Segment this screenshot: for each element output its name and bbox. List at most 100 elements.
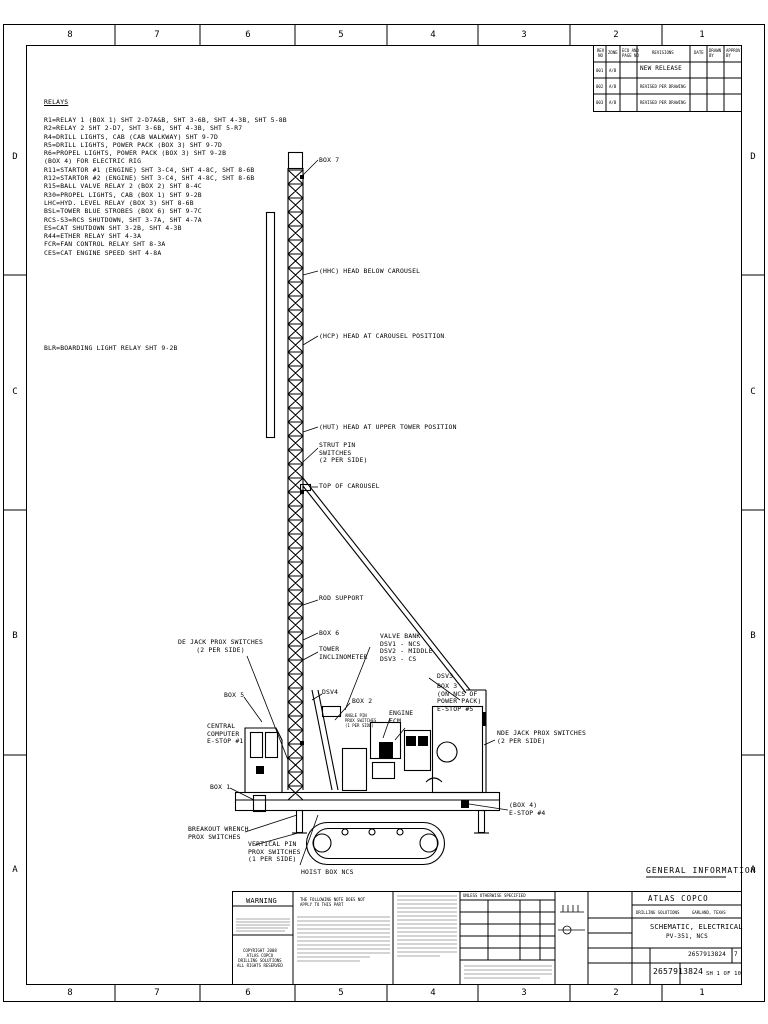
company-name: ATLAS COPCO (648, 894, 709, 903)
callout-nde-jack: NDE JACK PROX SWITCHES (2 PER SIDE) (497, 729, 587, 745)
zone-row-b-left: B (12, 631, 18, 641)
filled-details (256, 175, 486, 808)
callout-hut: (HUT) HEAD AT UPPER TOWER POSITION (319, 423, 457, 431)
sheet-number: SH 1 OF 10 (706, 971, 742, 977)
callout-angle-pin: ANGLE PIN PROX SWITCHES (1 PER SIDE) (345, 713, 377, 728)
zone-col-8-top: 8 (67, 30, 73, 40)
callout-de-jack: DE JACK PROX SWITCHES (2 PER SIDE) (178, 638, 263, 654)
title-block-lines (232, 891, 742, 985)
callout-box1: BOX 1 (210, 783, 231, 791)
callout-dsv4: DSV4 (322, 688, 339, 696)
rev-header-eco: ECO AND PAGE NO (622, 48, 639, 58)
callout-dsv3: DSV3 (437, 672, 454, 680)
column-ticks (114, 24, 663, 1001)
callout-strut-pin: STRUT PIN SWITCHES (2 PER SIDE) (319, 441, 368, 465)
callout-valve-bank: VALVE BANK DSV1 - NCS DSV2 - MIDDLE DSV3… (380, 632, 433, 663)
callout-hhc: (HHC) HEAD BELOW CAROUSEL (319, 267, 421, 275)
rev-row3-zone: A/B (609, 100, 617, 105)
relay-boarding-light: BLR=BOARDING LIGHT RELAY SHT 9-2B (44, 344, 178, 352)
relay-line: (BOX 4) FOR ELECTRIC RIG (44, 157, 142, 166)
relay-line: R30=PROPEL LIGHTS, CAB (BOX 1) SHT 9-2B (44, 190, 202, 199)
zone-col-3-bottom: 3 (521, 988, 527, 998)
relay-line: R11=STARTOR #1 (ENGINE) SHT 3-C4, SHT 4-… (44, 165, 255, 174)
zone-row-d-right: D (750, 152, 756, 162)
relay-line: R4=DRILL LIGHTS, CAB (CAB WALKWAY) SHT 9… (44, 132, 219, 141)
zone-col-6-top: 6 (245, 30, 251, 40)
relay-line: R1=RELAY 1 (BOX 1) SHT 2-D7A&B, SHT 3-6B… (44, 116, 287, 124)
relay-line: FCR=FAN CONTROL RELAY SHT 8-3A (44, 240, 166, 249)
copyright-text: COPYRIGHT 2008 ATLAS COPCO DRILLING SOLU… (237, 948, 283, 968)
rev-row1-no: 001 (596, 68, 604, 73)
callout-box7: BOX 7 (319, 156, 340, 164)
tower (265, 151, 304, 801)
part-number: 2657913824 (688, 951, 727, 958)
relay-line: R6=PROPEL LIGHTS, POWER PACK (BOX 3) SHT… (44, 149, 227, 158)
title-symbols (558, 905, 585, 935)
zone-col-5-bottom: 5 (338, 988, 344, 998)
callout-top-carousel: TOP OF CAROUSEL (319, 482, 380, 490)
callout-rod-support: ROD SUPPORT (319, 594, 364, 602)
callout-box2: BOX 2 (352, 697, 373, 705)
rev-header-drawn: DRAWN BY (709, 48, 722, 58)
drill-rig (234, 151, 501, 866)
callout-box5: BOX 5 (224, 691, 245, 699)
rev-header-revisions: REVISIONS (652, 50, 674, 55)
leader-lines (229, 159, 509, 866)
zone-row-a-right: A (750, 865, 756, 875)
rev-row2-desc: REVISED PER DRAWING (640, 84, 686, 89)
zone-col-4-top: 4 (430, 30, 436, 40)
zone-row-d-left: D (12, 152, 18, 162)
notice-text: THE FOLLOWING NOTE DOES NOT APPLY TO THI… (300, 897, 366, 907)
zone-col-3-top: 3 (521, 30, 527, 40)
zone-row-c-right: C (750, 387, 756, 397)
callout-hcp: (HCP) HEAD AT CAROUSEL POSITION (319, 332, 445, 340)
relay-line: CES=CAT ENGINE SPEED SHT 4-8A (44, 248, 162, 257)
callout-box6: BOX 6 (319, 629, 340, 637)
rev-row2-no: 002 (596, 84, 604, 89)
fine-print-lines (236, 895, 552, 979)
zone-col-8-bottom: 8 (67, 988, 73, 998)
relays-title: RELAYS (44, 98, 69, 106)
row-ticks (3, 274, 765, 756)
location-name: GARLAND, TEXAS (692, 910, 726, 915)
drawing-number: 2657913824 (653, 967, 704, 976)
warning-label: WARNING (246, 897, 277, 905)
callout-engine-ecm: ENGINE ECM (389, 709, 414, 725)
zone-col-6-bottom: 6 (245, 988, 251, 998)
relay-line: BSL=TOWER BLUE STROBES (BOX 6) SHT 9-7C (44, 207, 202, 216)
revision-table-lines (593, 45, 742, 112)
zone-col-1-top: 1 (699, 30, 705, 40)
relay-line: ES=CAT SHUTDOWN SHT 3-2B, SHT 4-3B (44, 223, 182, 232)
rev-row2-zone: A/B (609, 84, 617, 89)
zone-col-1-bottom: 1 (699, 988, 705, 998)
callout-vertical-pin: VERTICAL PIN PROX SWITCHES (1 PER SIDE) (248, 840, 301, 864)
drawing-title-2: PV-351, NCS (666, 933, 708, 940)
relay-line: RCS-S3=RCS SHUTDOWN, SHT 3-7A, SHT 4-7A (44, 215, 202, 224)
zone-row-b-right: B (750, 631, 756, 641)
relay-line: R44=ETHER RELAY SHT 4-3A (44, 232, 142, 241)
callout-central-computer: CENTRAL COMPUTER E-STOP #1 (207, 722, 244, 746)
relay-line: R5=DRILL LIGHTS, POWER PACK (BOX 3) SHT … (44, 140, 223, 149)
rev-header-approv: APPROV BY (726, 48, 741, 58)
division-name: DRILLING SOLUTIONS (636, 910, 680, 915)
callout-box4: (BOX 4) E-STOP #4 (509, 801, 546, 817)
zone-col-4-bottom: 4 (430, 988, 436, 998)
zone-row-a-left: A (12, 865, 18, 875)
rev-row1-desc: NEW RELEASE (640, 65, 682, 72)
rev-row3-desc: REVISED PER DRAWING (640, 100, 686, 105)
power-pack (431, 705, 484, 794)
crawler-track (305, 821, 446, 866)
rev-header-no: REV NO (596, 48, 605, 58)
callout-hoist-box: HOIST BOX NCS (301, 868, 354, 876)
general-information-heading: GENERAL INFORMATION (646, 866, 757, 875)
callout-tower-inclinometer: TOWER INCLINOMETER (319, 645, 368, 661)
callout-box3: BOX 3 (ON NCS OF POWER PACK) E-STOP #5 (437, 682, 482, 713)
main-frame (234, 791, 501, 812)
relay-line: R12=STARTOR #2 (ENGINE) SHT 3-C4, SHT 4-… (44, 174, 255, 183)
rev-row3-no: 003 (596, 100, 604, 105)
rev-row1-zone: A/B (609, 68, 617, 73)
outer-border (3, 24, 765, 1002)
rev-header-zone: ZONE (608, 50, 618, 55)
relay-line: R2=RELAY 2 SHT 2-D7, SHT 3-6B, SHT 4-3B,… (44, 124, 243, 133)
